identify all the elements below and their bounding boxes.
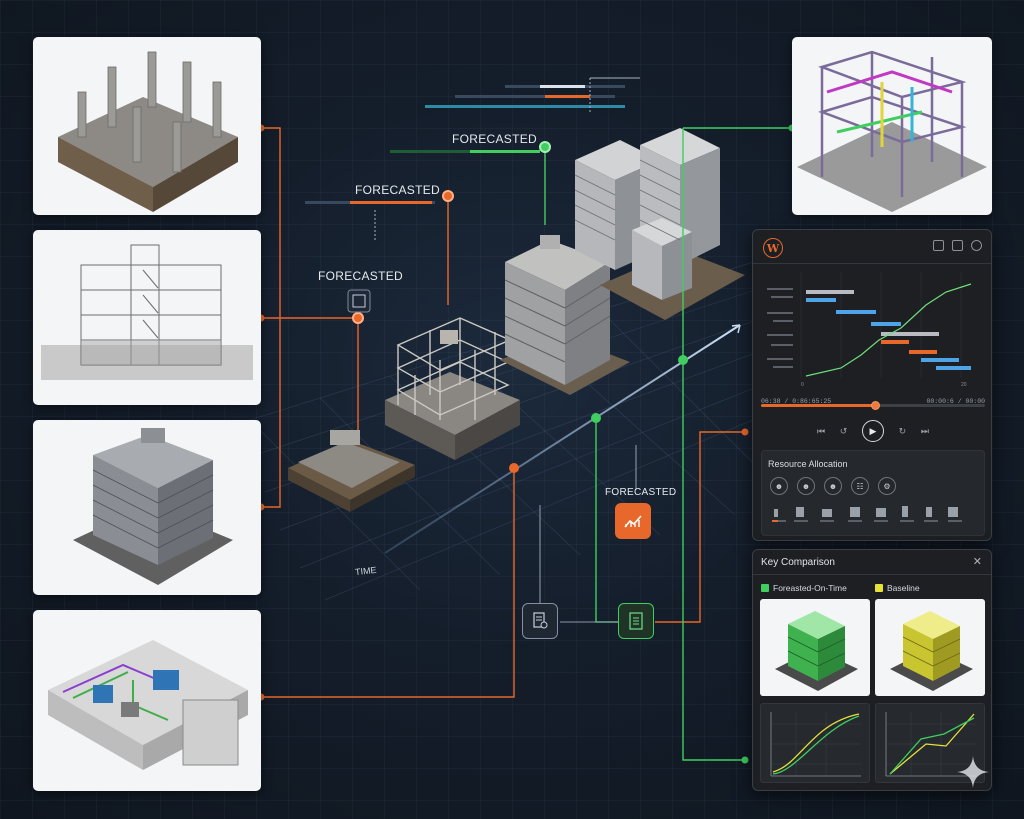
building-stage-4 [574, 128, 745, 320]
node-dots [257, 124, 796, 764]
progress-knob[interactable] [871, 401, 881, 410]
forecasted-building-image[interactable] [760, 599, 870, 696]
worker-icon[interactable]: ☻ [797, 477, 815, 495]
thumb-section-drawing[interactable] [33, 230, 261, 405]
bar-chart-icon[interactable] [615, 503, 651, 539]
comparison-title: Key Comparison [761, 557, 835, 568]
key-comparison-panel: Key Comparison ✕ Foreasted-On-Time Basel… [752, 549, 992, 791]
forecasted-s-curve-chart [760, 703, 870, 783]
document-icon[interactable] [522, 603, 558, 639]
building-stage-1 [288, 430, 415, 512]
thumb-foundation-columns[interactable] [33, 37, 261, 215]
divider [753, 574, 991, 575]
legend-baseline: Baseline [875, 583, 920, 593]
gantt-chart: 0 20 [767, 272, 972, 388]
gantt-axis-start: 0 [801, 382, 804, 388]
worker-icon[interactable]: ☻ [770, 477, 788, 495]
gantt-axis-end: 20 [961, 382, 967, 388]
calendar-badge [347, 289, 371, 313]
progress-fill [761, 404, 876, 407]
playback-controls: ⏮ ↺ ▶ ↻ ⏭ [817, 420, 929, 442]
app-logo: W [763, 238, 783, 258]
schedule-panel-header: W [753, 230, 991, 264]
forecast-label-top: FORECASTED [452, 132, 538, 146]
legend-label-forecasted: Foreasted-On-Time [773, 583, 847, 593]
skip-forward-icon[interactable]: ⏭ [920, 425, 929, 436]
sliders-icon[interactable] [933, 240, 944, 251]
crane-icon[interactable]: ⚙ [878, 477, 896, 495]
gear-icon[interactable] [971, 240, 982, 251]
signal-bars [305, 77, 640, 240]
forecast-label-bottom: FORECASTED [605, 487, 677, 498]
time-end: 00:00:6 / 00:00 [926, 398, 985, 405]
legend-label-baseline: Baseline [887, 583, 920, 593]
thumb-mep-room[interactable] [33, 610, 261, 791]
time-readout: 06:38 / 0:86:65:25 00:00:6 / 00:00 [761, 398, 985, 405]
edit-icon[interactable] [952, 240, 963, 251]
checklist-icon[interactable] [618, 603, 654, 639]
orange-connectors [261, 127, 745, 698]
team-icon[interactable]: ☷ [851, 477, 869, 495]
schedule-panel: W 0 20 06:38 / 0:86:65:25 [752, 229, 992, 541]
legend-forecasted: Foreasted-On-Time [761, 583, 847, 593]
resource-icons: ☻ ☻ ☻ ☷ ⚙ [770, 477, 896, 495]
time-start: 06:38 / 0:86:65:25 [761, 398, 832, 405]
legend-swatch-green [761, 584, 769, 592]
building-stage-2 [385, 317, 520, 460]
resource-title: Resource Allocation [768, 459, 848, 469]
skip-back-icon[interactable]: ⏮ [817, 425, 826, 436]
sparkle-icon [957, 756, 989, 788]
thumb-concrete-building[interactable] [33, 420, 261, 595]
close-icon[interactable]: ✕ [972, 556, 982, 568]
forward-icon[interactable]: ↻ [898, 425, 907, 436]
worker-icon[interactable]: ☻ [824, 477, 842, 495]
play-button[interactable]: ▶ [862, 420, 884, 442]
resource-bars [772, 506, 962, 522]
header-icons [933, 240, 982, 251]
baseline-building-image[interactable] [875, 599, 985, 696]
forecast-label-orange: FORECASTED [355, 183, 441, 197]
legend-swatch-yellow [875, 584, 883, 592]
thumb-mep-frame[interactable] [792, 37, 992, 215]
rewind-icon[interactable]: ↺ [839, 425, 848, 436]
resource-allocation-box: Resource Allocation ☻ ☻ ☻ ☷ ⚙ [761, 450, 985, 536]
timeline-progress-bar[interactable] [761, 401, 985, 410]
gray-connectors [539, 445, 637, 623]
forecast-label-left: FORECASTED [318, 269, 404, 283]
